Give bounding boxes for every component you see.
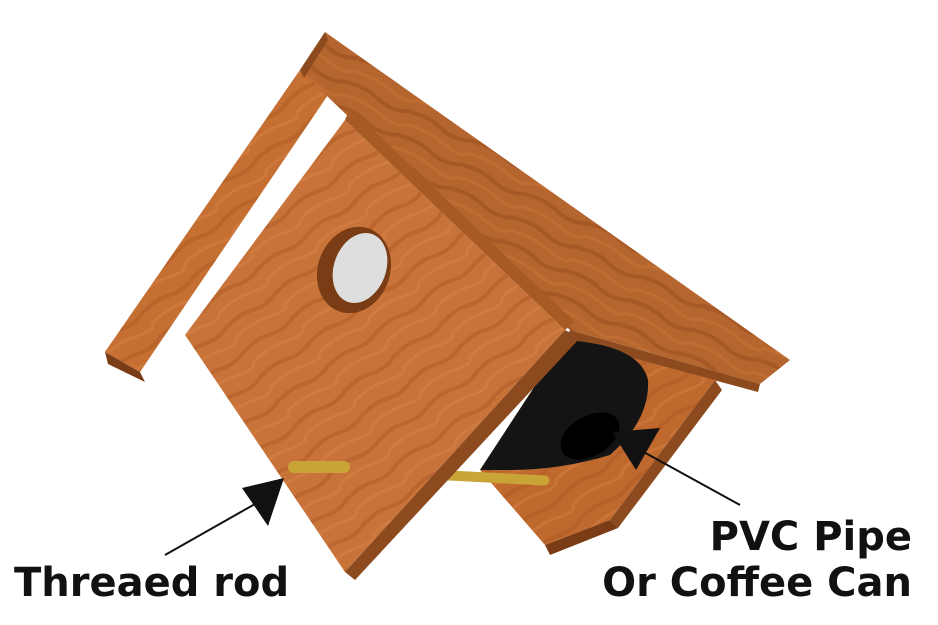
pvc-pointer-arrow [612,428,741,506]
threaded-rod-back [439,470,550,486]
roof-left-panel [105,60,330,382]
roof-right-panel [300,32,790,392]
threaded-rod-front [288,461,350,473]
rod-pointer-arrow [164,478,284,556]
threaded-rod-label: Threaed rod [14,560,290,606]
pvc-pipe-label: PVC Pipe Or Coffee Can [602,514,912,606]
pvc-pipe [480,340,649,470]
entrance-hole [316,226,392,314]
pvc-pipe-label-line1: PVC Pipe [709,514,912,560]
pvc-pipe-label-line2: Or Coffee Can [602,560,912,606]
front-panel [185,108,580,580]
